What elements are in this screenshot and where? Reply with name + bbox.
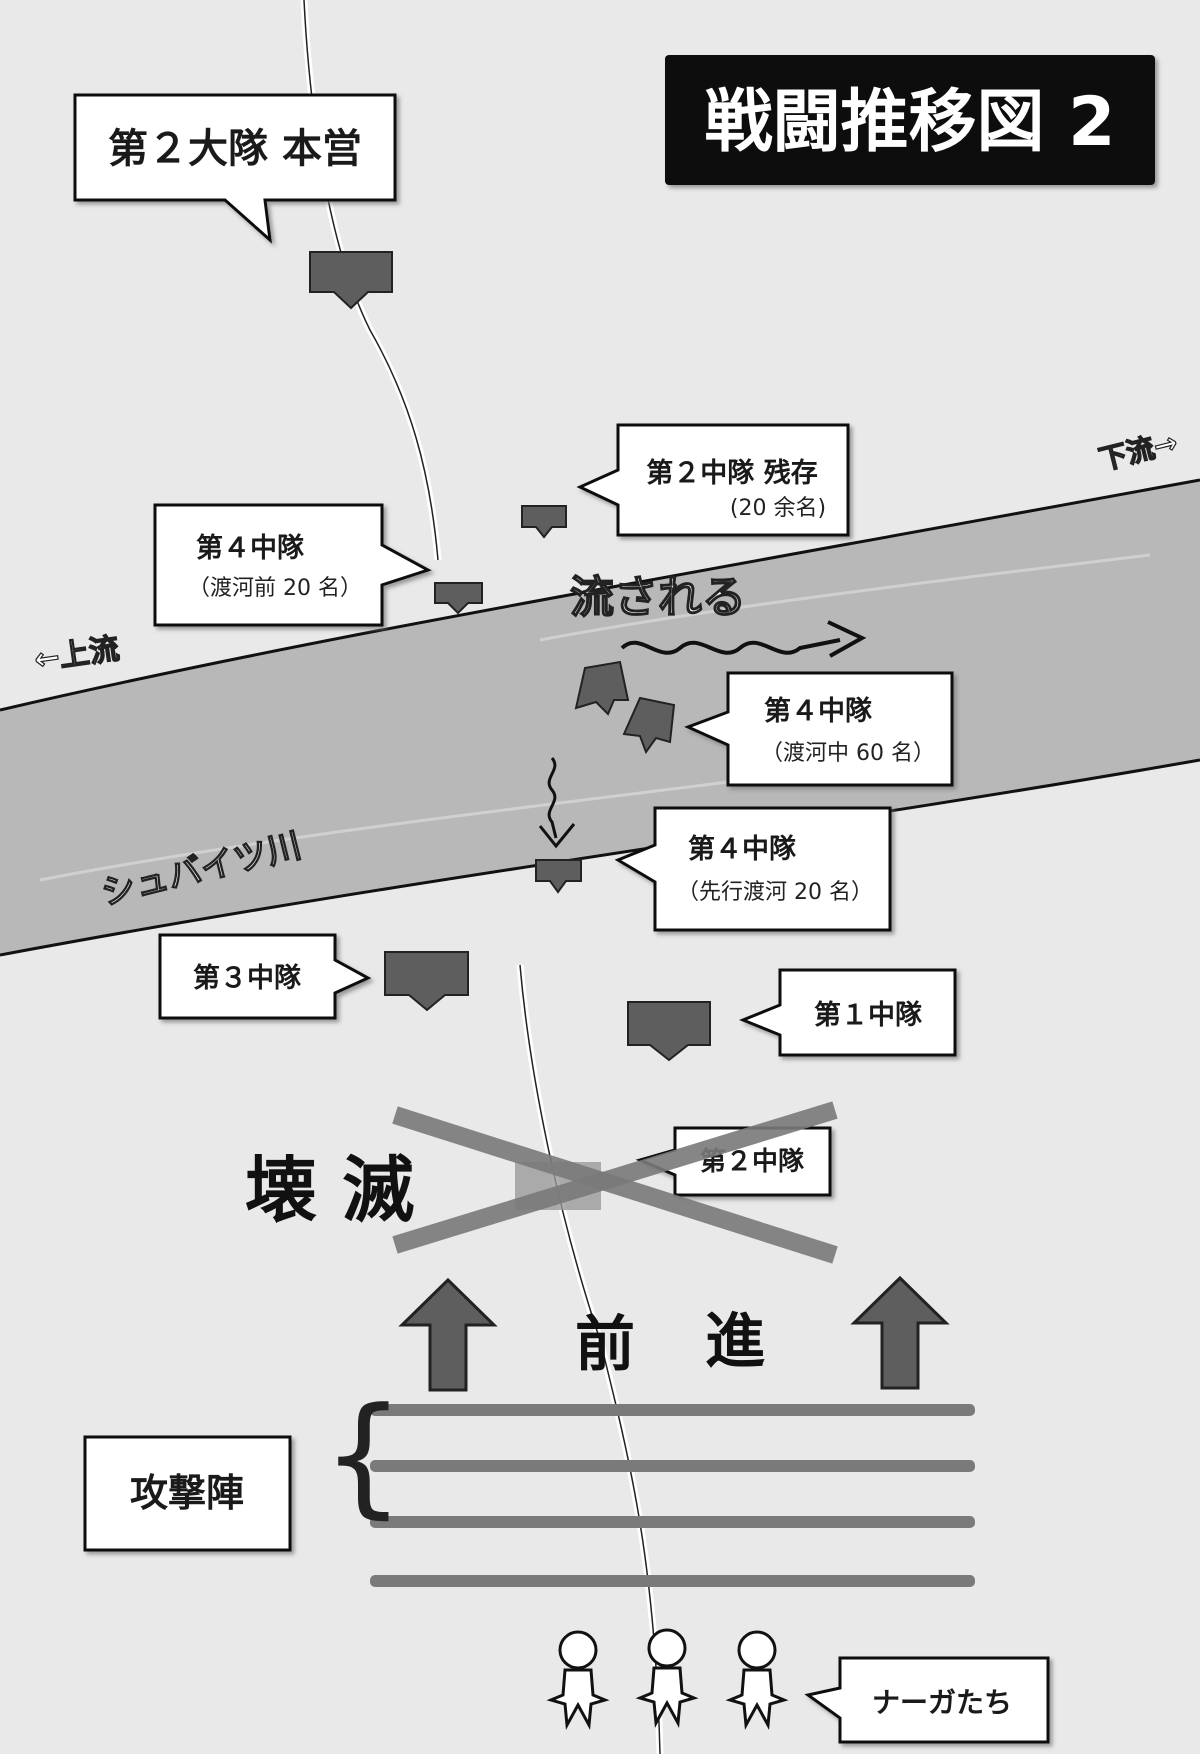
destroyed-label: 壊 滅: [245, 1148, 414, 1232]
up-arrow-icon-left: [398, 1277, 498, 1392]
c4-crossing-label: 第４中隊: [764, 695, 872, 727]
c4-before-label: 第４中隊: [196, 532, 304, 564]
wavy-arrow-icon: [620, 620, 867, 658]
c4-before-count: （渡河前 20 名）: [188, 576, 362, 601]
swept-label: 流される: [570, 572, 746, 623]
c4-crossing-count: （渡河中 60 名）: [761, 741, 935, 766]
formation-label: 攻撃陣: [130, 1471, 244, 1515]
river-bank-south: [0, 758, 1200, 957]
c4-before-callout: 第４中隊 （渡河前 20 名）: [153, 503, 432, 627]
c2-remnant-label: 第２中隊 残存: [646, 457, 817, 489]
c1-callout: 第１中隊: [739, 968, 957, 1057]
naga-label: ナーガたち: [872, 1686, 1012, 1719]
c3-unit-icon: [384, 951, 469, 1012]
down-wavy-arrow-icon: [538, 757, 576, 849]
page-title: 戦闘推移図 2: [705, 83, 1116, 162]
c2-remnant-count: (20 余名): [730, 496, 826, 521]
river-streak: [539, 553, 1151, 642]
naga-callout: ナーガたち: [804, 1656, 1050, 1744]
person-icon-1: [546, 1630, 610, 1730]
hq-unit-icon: [309, 251, 393, 310]
c4-crossing-callout: 第４中隊 （渡河中 60 名）: [684, 671, 954, 787]
c4-advance-count: （先行渡河 20 名）: [677, 880, 873, 905]
swept-unit-icon-2: [622, 696, 676, 755]
brace-icon: {: [322, 1379, 405, 1531]
c2-remnant-callout: 第２中隊 残存 (20 余名): [576, 423, 850, 537]
advance-label-1: 前: [575, 1310, 635, 1380]
title-box: [665, 55, 1155, 185]
c4-before-unit-icon: [434, 582, 483, 615]
c1-label: 第１中隊: [814, 999, 922, 1031]
c1-unit-icon: [627, 1001, 711, 1062]
c4-advance-label: 第４中隊: [688, 833, 796, 865]
formation-lines: [370, 1404, 975, 1587]
up-arrow-icon-right: [850, 1275, 950, 1390]
hq-label: 第２大隊 本営: [108, 126, 362, 172]
x-cross-icon: [392, 1101, 838, 1264]
c4-advance-callout: 第４中隊 （先行渡河 20 名）: [614, 806, 892, 932]
river-bank-north: [0, 478, 1200, 712]
road-south-edge: [519, 964, 661, 1754]
person-icon-2: [635, 1628, 699, 1728]
person-icon-3: [725, 1630, 789, 1730]
swept-unit-icon-1: [574, 660, 630, 716]
c4-advance-unit-icon: [535, 859, 582, 894]
c3-callout: 第３中隊: [158, 933, 372, 1020]
c3-label: 第３中隊: [193, 962, 301, 994]
hq-callout: 第２大隊 本営: [73, 93, 397, 244]
upstream-label: ←上流: [32, 631, 121, 678]
c2-remnant-unit-icon: [521, 505, 567, 539]
formation-callout: 攻撃陣: [83, 1435, 292, 1552]
advance-label-2: 進: [705, 1307, 765, 1377]
